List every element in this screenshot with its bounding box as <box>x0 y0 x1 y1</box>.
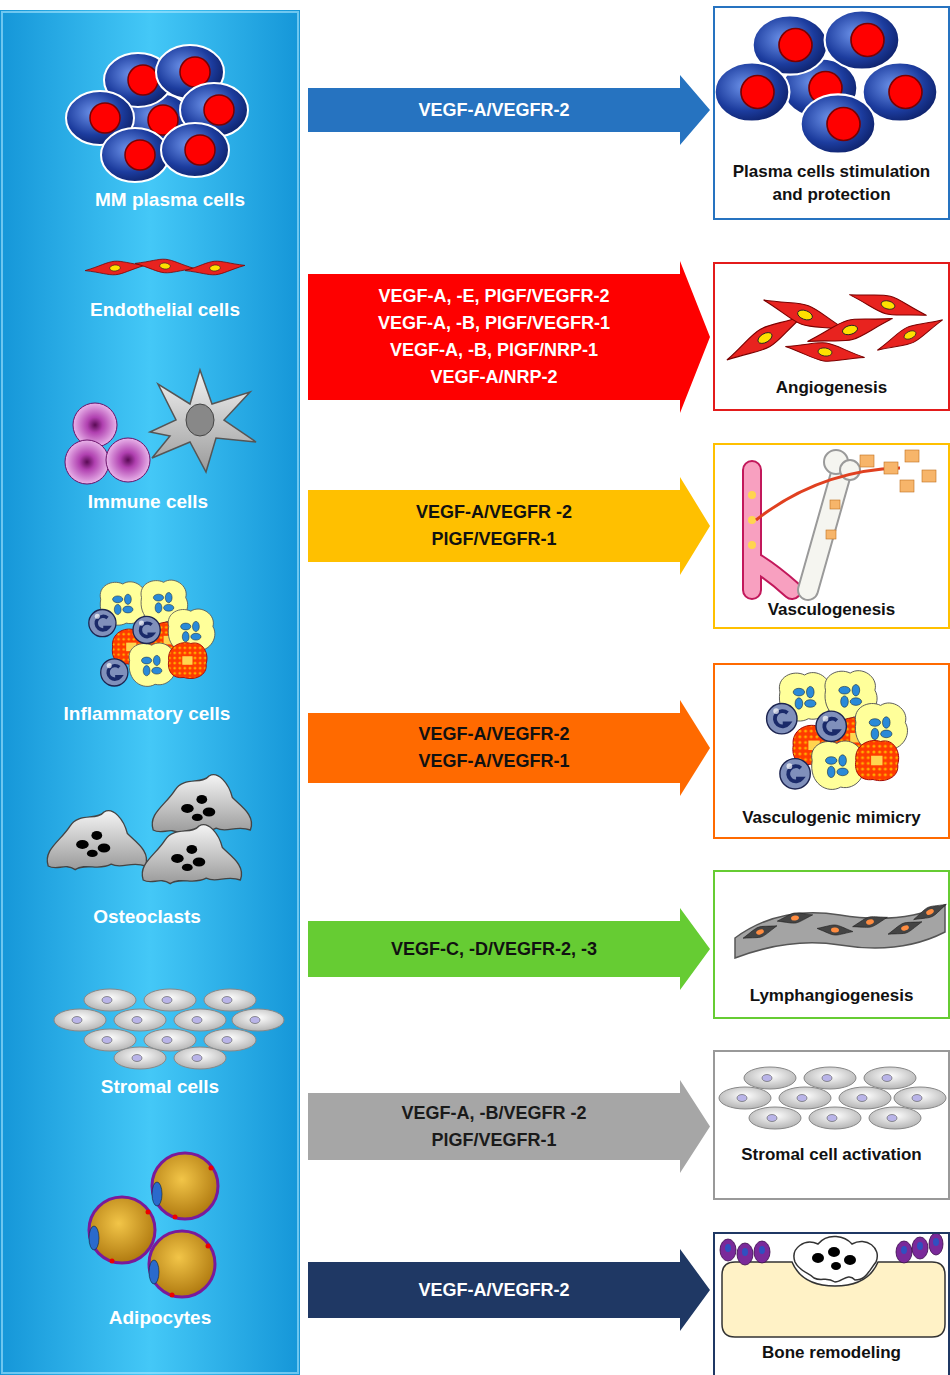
outcome-box: Angiogenesis <box>713 262 950 411</box>
arrow-band: VEGF-A/VEGFR-2VEGF-A/VEGFR-1 <box>308 700 710 796</box>
arrow-label: VEGF-A/VEGFR-2 <box>418 1277 569 1304</box>
arrow-shape <box>308 477 710 575</box>
arrow-shape <box>308 1080 710 1173</box>
arrow-band: VEGF-A/VEGFR-2 <box>308 1249 710 1331</box>
arrow-text-area: VEGF-A, -E, PlGF/VEGFR-2VEGF-A, -B, PlGF… <box>308 274 680 400</box>
outcome-caption: Bone remodeling <box>762 1341 901 1364</box>
arrow-label: VEGF-A/VEGFR-2 <box>418 721 569 748</box>
osteoclasts <box>47 775 251 884</box>
arrow-shape <box>308 700 710 796</box>
vasculogenic-mimicry-art <box>767 671 908 790</box>
arrow-shape <box>308 261 710 413</box>
outcome-box: Vasculogenic mimicry <box>713 663 950 839</box>
outcome-box: Vasculogenesis <box>713 443 950 629</box>
arrow-band: VEGF-A/VEGFR -2PlGF/VEGFR-1 <box>308 477 710 575</box>
plasma-cell-cluster <box>66 45 248 182</box>
cell-label: Adipocytes <box>109 1307 211 1329</box>
arrow-label: VEGF-A, -B/VEGFR -2 <box>401 1100 586 1127</box>
arrow-band: VEGF-A/VEGFR-2 <box>308 75 710 145</box>
outcome-box: Bone remodeling <box>713 1232 950 1375</box>
arrow-label: PlGF/VEGFR-1 <box>431 1127 556 1154</box>
cell-label: Osteoclasts <box>93 906 201 928</box>
cell-label: Stromal cells <box>101 1076 219 1098</box>
arrow-fill <box>308 700 710 796</box>
outcome-caption: Vasculogenesis <box>768 598 896 621</box>
arrow-label: VEGF-A/VEGFR-1 <box>418 748 569 775</box>
cell-label: Immune cells <box>88 491 208 513</box>
adipocytes <box>89 1153 218 1298</box>
immune-cells <box>65 370 256 484</box>
outcome-caption: Angiogenesis <box>776 376 887 399</box>
arrow-text-area: VEGF-A/VEGFR -2PlGF/VEGFR-1 <box>308 490 680 562</box>
plasma-cell-outcome-art <box>715 10 938 153</box>
arrow-fill <box>308 75 710 145</box>
arrow-fill <box>308 1080 710 1173</box>
arrow-text-area: VEGF-A/VEGFR-2 <box>308 1262 680 1318</box>
arrow-text-area: VEGF-A/VEGFR-2 <box>308 88 680 132</box>
inflammatory-cells <box>89 580 215 686</box>
angiogenesis-art <box>722 286 946 369</box>
lymphangiogenesis-art <box>735 900 948 958</box>
arrow-label: VEGF-A/VEGFR-2 <box>418 97 569 124</box>
arrow-band: VEGF-A, -E, PlGF/VEGFR-2VEGF-A, -B, PlGF… <box>308 261 710 413</box>
outcome-box: Lymphangiogenesis <box>713 870 950 1019</box>
arrow-label: VEGF-A, -B, PlGF/NRP-1 <box>390 337 598 364</box>
arrow-label: VEGF-A/VEGFR -2 <box>416 499 572 526</box>
arrow-band: VEGF-C, -D/VEGFR-2, -3 <box>308 908 710 990</box>
outcome-caption: Stromal cell activation <box>741 1143 921 1166</box>
outcome-caption: Plasma cells stimulation and protection <box>723 160 940 206</box>
endothelial-cells <box>85 257 246 278</box>
cell-label: Endothelial cells <box>90 299 240 321</box>
arrow-fill <box>308 261 710 413</box>
stromal-cells <box>54 989 284 1069</box>
arrow-fill <box>308 1249 710 1331</box>
outcome-caption: Vasculogenic mimicry <box>742 806 921 829</box>
bone-remodeling-art <box>720 1233 945 1337</box>
arrow-fill <box>308 477 710 575</box>
vasculogenesis-art <box>748 450 936 590</box>
outcome-caption: Lymphangiogenesis <box>750 984 914 1007</box>
arrow-band: VEGF-A, -B/VEGFR -2PlGF/VEGFR-1 <box>308 1080 710 1173</box>
arrow-label: PlGF/VEGFR-1 <box>431 526 556 553</box>
cell-label: Inflammatory cells <box>64 703 231 725</box>
arrow-text-area: VEGF-A, -B/VEGFR -2PlGF/VEGFR-1 <box>308 1093 680 1160</box>
arrow-fill <box>308 908 710 990</box>
arrow-label: VEGF-C, -D/VEGFR-2, -3 <box>391 936 597 963</box>
arrow-text-area: VEGF-C, -D/VEGFR-2, -3 <box>308 921 680 977</box>
outcome-box: Stromal cell activation <box>713 1050 950 1200</box>
stromal-activation-art <box>719 1067 946 1129</box>
cell-label: MM plasma cells <box>95 189 245 211</box>
cell-panel <box>0 10 300 1375</box>
outcome-box: Plasma cells stimulation and protection <box>713 6 950 220</box>
arrow-label: VEGF-A, -E, PlGF/VEGFR-2 <box>378 283 609 310</box>
arrow-label: VEGF-A/NRP-2 <box>430 364 557 391</box>
arrow-label: VEGF-A, -B, PlGF/VEGFR-1 <box>378 310 610 337</box>
arrow-text-area: VEGF-A/VEGFR-2VEGF-A/VEGFR-1 <box>308 713 680 783</box>
